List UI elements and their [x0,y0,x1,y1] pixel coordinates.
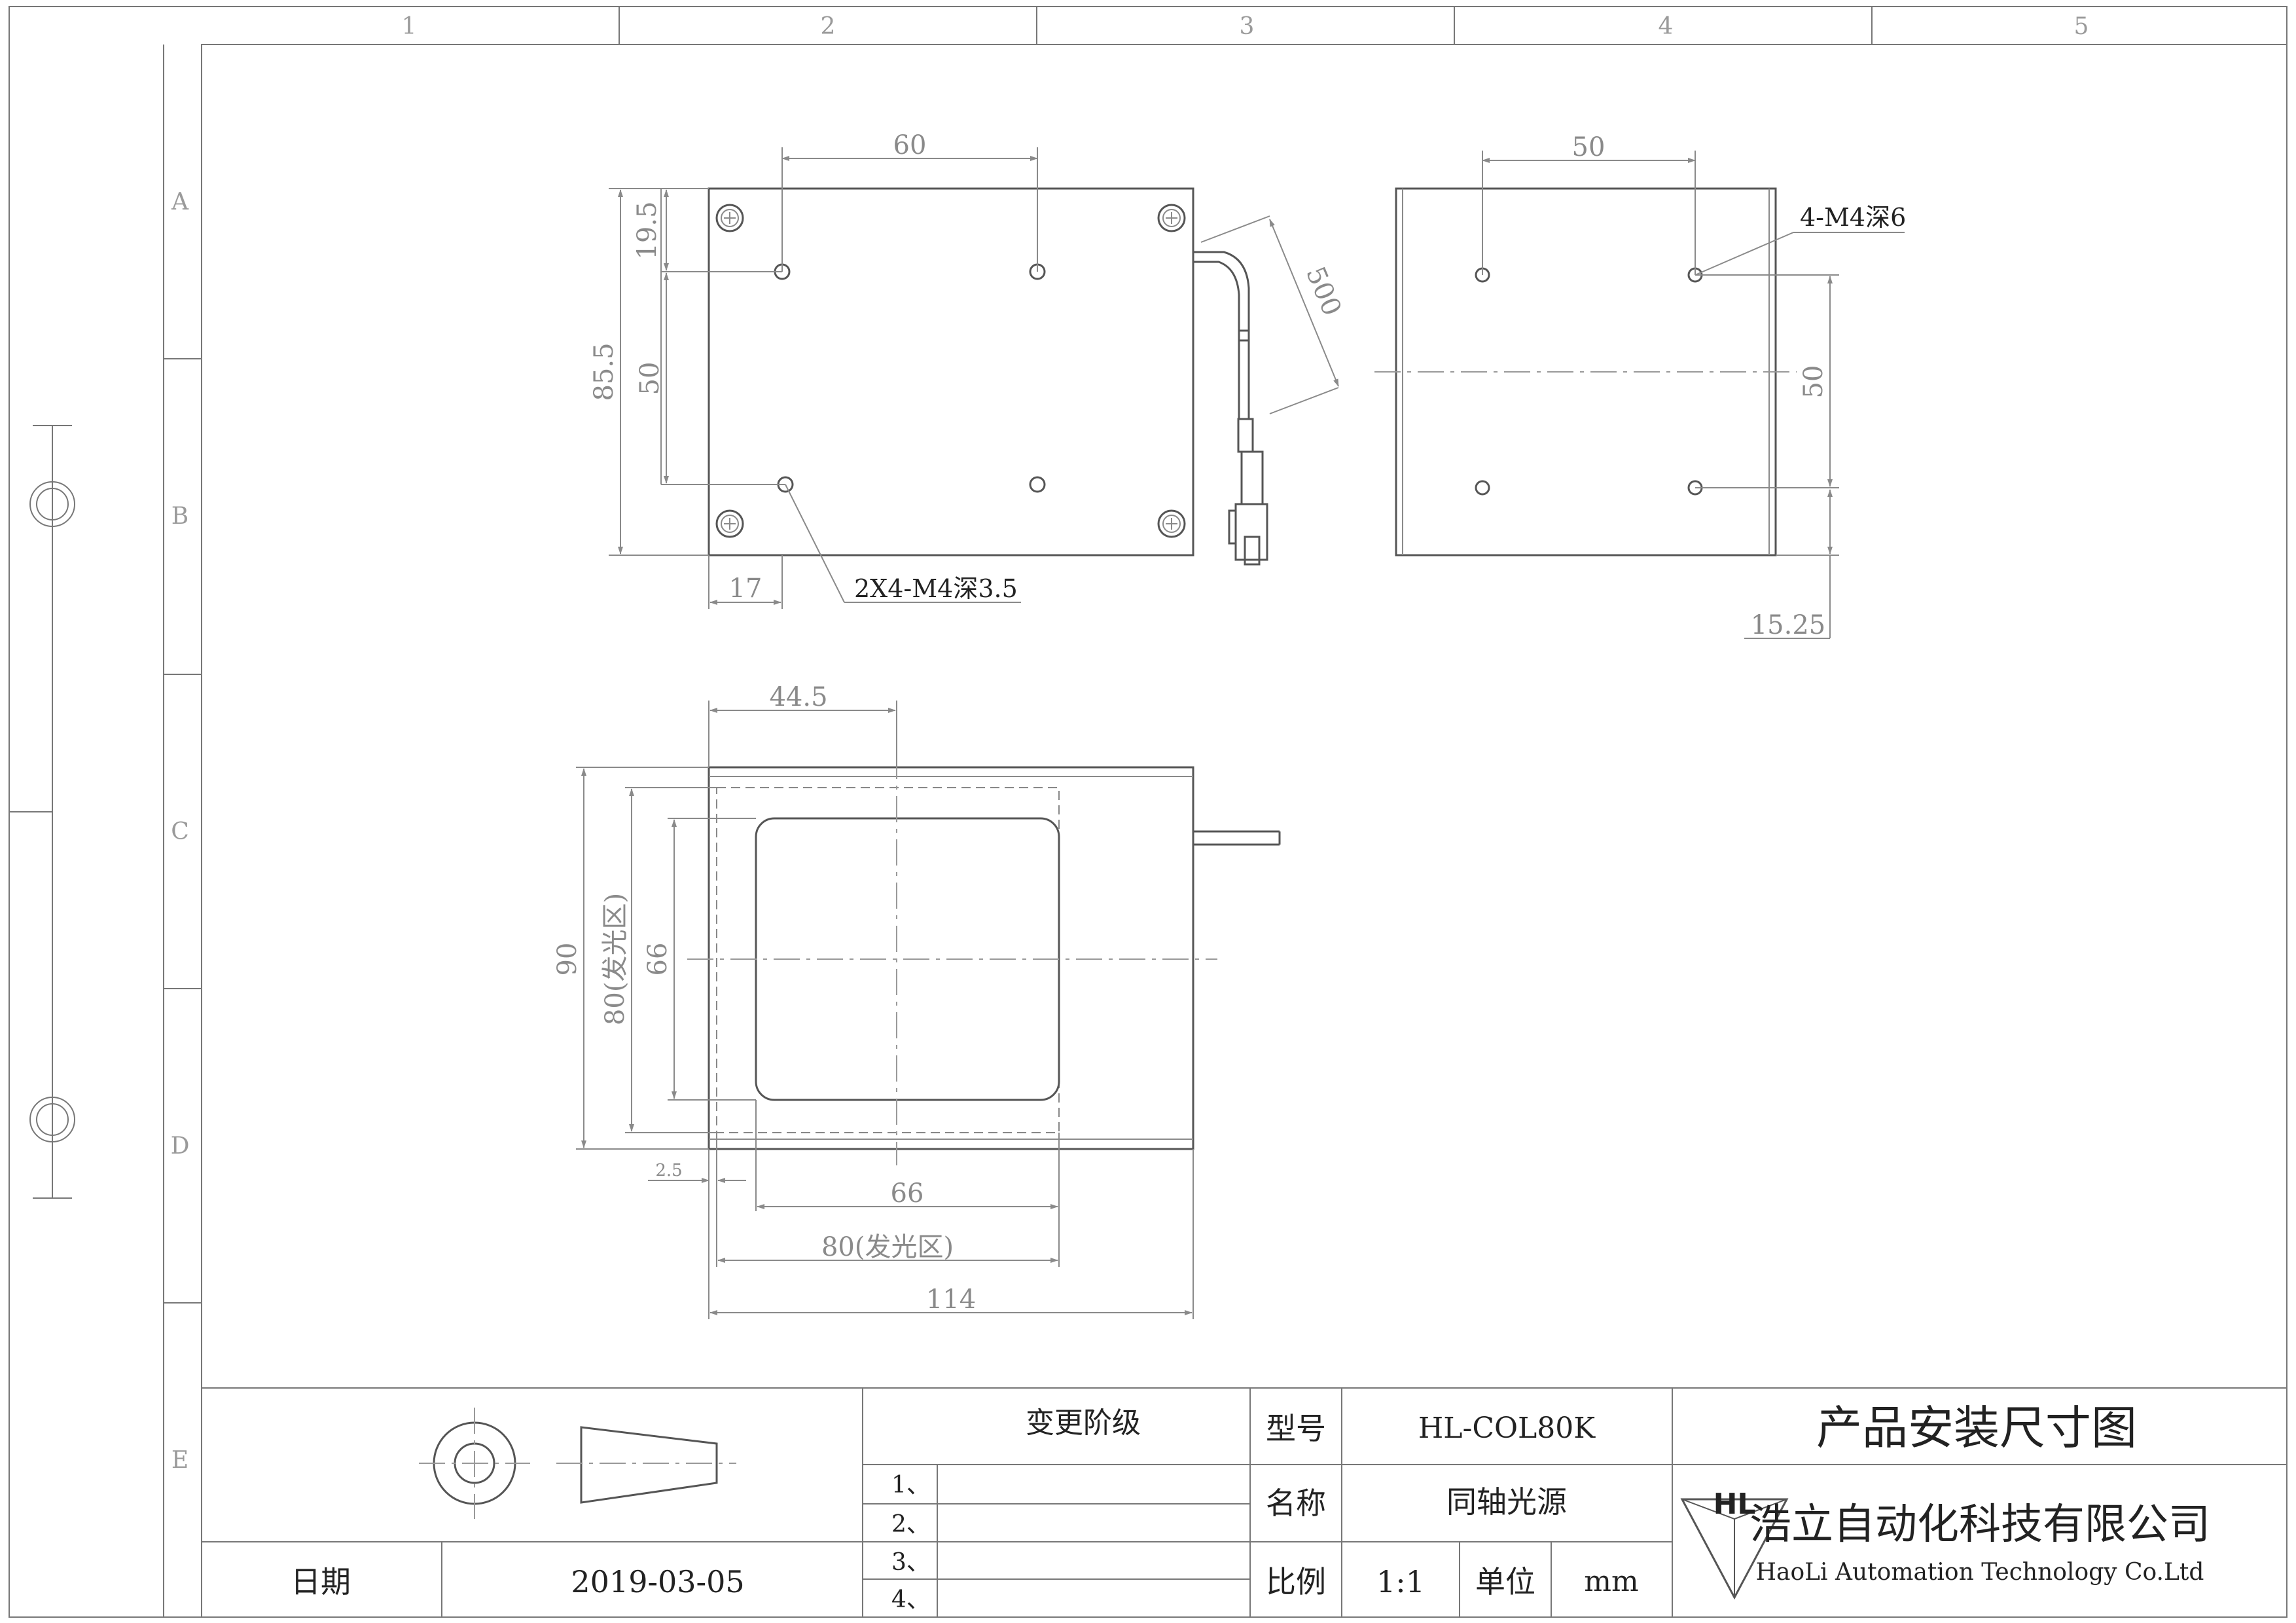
change-row-2: 2、 [891,1511,930,1538]
grid-row-a: A [171,189,189,215]
drawing-title: 产品安装尺寸图 [1816,1401,2137,1455]
grid-row-b: B [171,503,188,530]
dim-front-emit-h: 80(发光区) [600,893,630,1025]
screw-icon [715,204,744,232]
grid-col-4: 4 [1659,13,1674,40]
title-block: 日期 2019-03-05 变更阶级 1、 2、 3、 4、 型号 HL-COL… [202,1387,2287,1617]
dim-front-emit-w: 80(发光区) [821,1232,954,1262]
change-row-4: 4、 [891,1586,930,1613]
company-name-en: HaoLi Automation Technology Co.Ltd [1756,1559,2204,1586]
company-name-cn: 浩立自动化科技有限公司 [1749,1501,2210,1549]
name-value: 同轴光源 [1446,1484,1567,1520]
grid-row-e: E [171,1447,188,1474]
note-top-holes: 2X4-M4深3.5 [854,574,1018,603]
dim-top-offset: 19.5 [632,201,662,259]
date-label: 日期 [291,1564,351,1599]
change-row-3: 3、 [891,1549,930,1576]
date-value: 2019-03-05 [571,1564,744,1599]
dim-front-offset: 44.5 [769,682,827,712]
screw-icon [1157,204,1186,232]
projection-symbol-icon [419,1408,736,1519]
dim-front-total-w: 114 [926,1285,976,1315]
unit-label: 单位 [1475,1564,1535,1599]
dim-side-width: 50 [1572,132,1605,162]
grid-row-d: D [171,1133,190,1159]
dim-side-height: 50 [1799,365,1829,399]
name-label: 名称 [1266,1486,1326,1521]
scale-value: 1:1 [1376,1564,1425,1599]
dim-front-window-h: 66 [643,943,673,976]
grid-col-3: 3 [1240,13,1255,40]
dim-top-left-offset: 17 [729,574,762,604]
side-view: 50 50 15.25 4-M4深6 [1374,132,1906,640]
change-row-1: 1、 [891,1472,930,1499]
grid-row-labels: A B C D E [171,189,190,1474]
company-logo: HL [1680,1487,1789,1600]
scale-label: 比例 [1266,1564,1326,1599]
dim-side-offset: 15.25 [1751,610,1826,640]
dim-cable-length: 500 [1300,263,1347,320]
dim-front-height: 90 [552,943,583,976]
grid-col-5: 5 [2074,13,2089,40]
sheet-frame [9,6,2287,1618]
screw-icon [715,509,744,538]
model-label: 型号 [1266,1411,1326,1446]
grid-row-c: C [171,818,189,845]
unit-value: mm [1584,1565,1638,1598]
note-side-holes: 4-M4深6 [1800,203,1906,232]
dim-front-window-w: 66 [891,1178,924,1209]
dim-front-margin: 2.5 [655,1161,682,1180]
grid-col-1: 1 [402,13,417,40]
dim-top-height-total: 85.5 [589,342,619,401]
grid-col-2: 2 [821,13,836,40]
grid-column-labels: 1 2 3 4 5 [402,13,2089,40]
front-view: 44.5 90 80(发光区) 66 2.5 66 80(发光区) [552,682,1281,1319]
dim-top-hole-pitch: 50 [635,362,665,395]
logo-text: HL [1713,1487,1756,1521]
change-level-header: 变更阶级 [1026,1406,1141,1440]
screw-icon [1157,509,1186,538]
model-value: HL-COL80K [1418,1412,1596,1445]
top-view: 60 85.5 19.5 50 17 500 2X4-M4深3.5 [589,130,1347,609]
dim-top-width: 60 [893,130,927,160]
